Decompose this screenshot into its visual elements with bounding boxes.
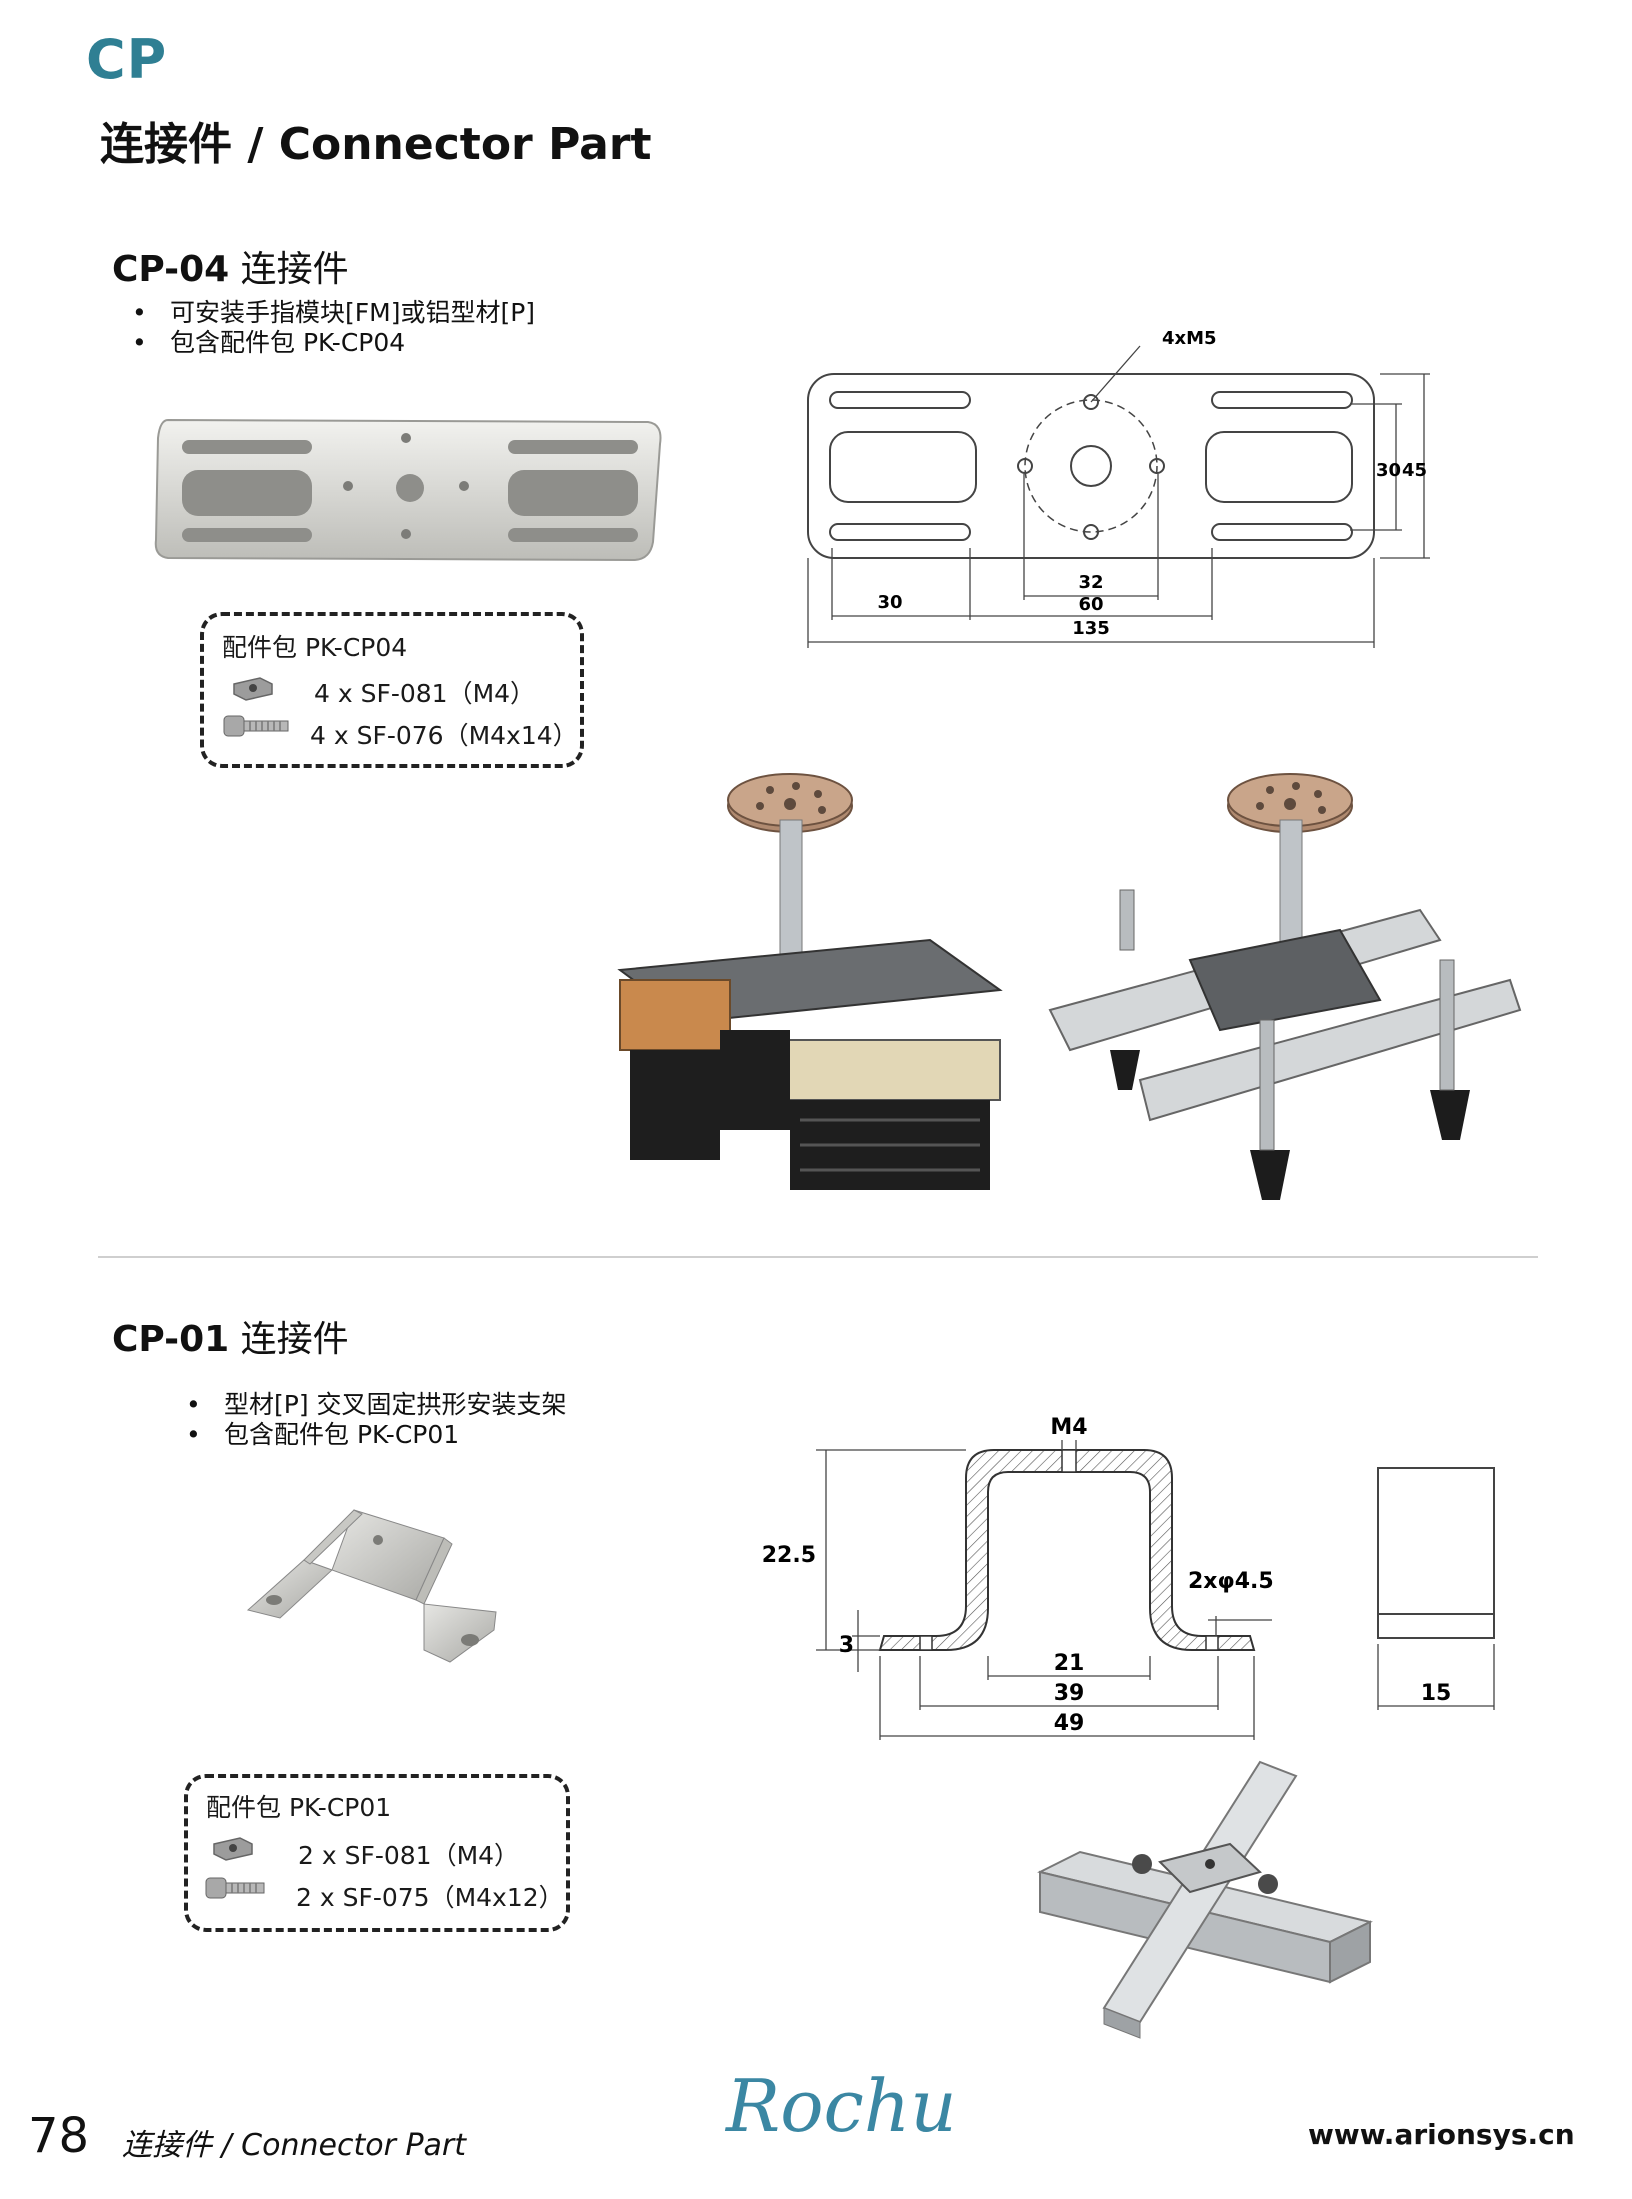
screw-icon — [205, 1877, 265, 1899]
cp04-dim-60: 60 — [1078, 594, 1103, 615]
cp01-dim-3: 3 — [839, 1633, 854, 1658]
cp04-technical-drawing: 4xM5 30 32 60 135 30 45 — [807, 328, 1430, 648]
cp01-kit-item-2: 2 x SF-075（M4x12） — [296, 1883, 564, 1912]
page-number: 78 — [28, 2108, 90, 2164]
cp01-dim-49: 49 — [1054, 1711, 1085, 1736]
cp04-dim-135: 135 — [1072, 618, 1110, 639]
cp01-kit-title: 配件包 PK-CP01 — [206, 1793, 392, 1822]
cp01-name: 连接件 — [240, 1319, 349, 1360]
cp04-kit-item-1: 4 x SF-081（M4） — [314, 679, 536, 708]
cp04-bullet-1: 可安装手指模块[FM]或铝型材[P] — [132, 298, 535, 328]
cp04-dim-hole: 4xM5 — [1162, 328, 1217, 349]
cp04-assembly-finger-render — [617, 773, 1003, 1190]
cp04-dim-h45: 45 — [1402, 460, 1427, 481]
brand-logo: Rochu — [726, 2064, 957, 2148]
cp04-dim-32: 32 — [1078, 572, 1103, 593]
t-nut-icon — [233, 677, 273, 701]
cp01-bracket-photo — [246, 1509, 497, 1663]
screw-icon — [223, 715, 289, 737]
cp01-title: CP-01 连接件 — [112, 1310, 349, 1362]
cp01-bullet-2: 包含配件包 PK-CP01 — [186, 1420, 567, 1450]
section-divider — [98, 1256, 1538, 1258]
cp04-bullets: 可安装手指模块[FM]或铝型材[P] 包含配件包 PK-CP04 — [132, 298, 535, 358]
cp01-dim-15: 15 — [1421, 1681, 1452, 1706]
cp04-title: CP-04 连接件 — [112, 240, 349, 292]
cp04-name: 连接件 — [240, 249, 349, 290]
page-title: 连接件 / Connector Part — [100, 119, 652, 170]
cp01-bullet-1: 型材[P] 交叉固定拱形安装支架 — [186, 1390, 567, 1420]
cp04-kit-box: 配件包 PK-CP04 4 x SF-081（M4） 4 x SF-076（M4… — [200, 612, 584, 768]
cp04-dim-30a: 30 — [877, 592, 902, 613]
cp01-dim-21: 21 — [1054, 1651, 1085, 1676]
cp01-technical-drawing: M4 22.5 3 2xφ4.5 21 39 49 15 — [762, 1415, 1495, 1740]
cp01-code: CP-01 — [112, 1319, 230, 1360]
cp01-dim-holes: 2xφ4.5 — [1188, 1569, 1274, 1594]
cp01-bullets: 型材[P] 交叉固定拱形安装支架 包含配件包 PK-CP01 — [186, 1390, 567, 1450]
website-link[interactable]: www.arionsys.cn — [1308, 2118, 1575, 2151]
footer-label: 连接件 / Connector Part — [122, 2128, 467, 2163]
cp04-dim-h30: 30 — [1376, 460, 1401, 481]
cp01-dim-39: 39 — [1054, 1681, 1085, 1706]
cp01-dim-22: 22.5 — [762, 1543, 816, 1568]
t-nut-icon — [213, 1837, 253, 1861]
cp04-code: CP-04 — [112, 249, 230, 290]
section-tag: CP — [86, 28, 168, 91]
cp04-kit-item-2: 4 x SF-076（M4x14） — [310, 721, 578, 750]
cp04-bullet-2: 包含配件包 PK-CP04 — [132, 328, 535, 358]
cp04-kit-title: 配件包 PK-CP04 — [222, 633, 408, 662]
cp04-assembly-profile-render — [1048, 773, 1522, 1200]
cp04-plate-photo — [154, 418, 662, 562]
cp01-dim-m4: M4 — [1050, 1415, 1087, 1440]
cp01-cross-profile-render — [1037, 1760, 1373, 2039]
cp01-kit-item-1: 2 x SF-081（M4） — [298, 1841, 520, 1870]
cp01-kit-box: 配件包 PK-CP01 2 x SF-081（M4） 2 x SF-075（M4… — [184, 1774, 570, 1932]
